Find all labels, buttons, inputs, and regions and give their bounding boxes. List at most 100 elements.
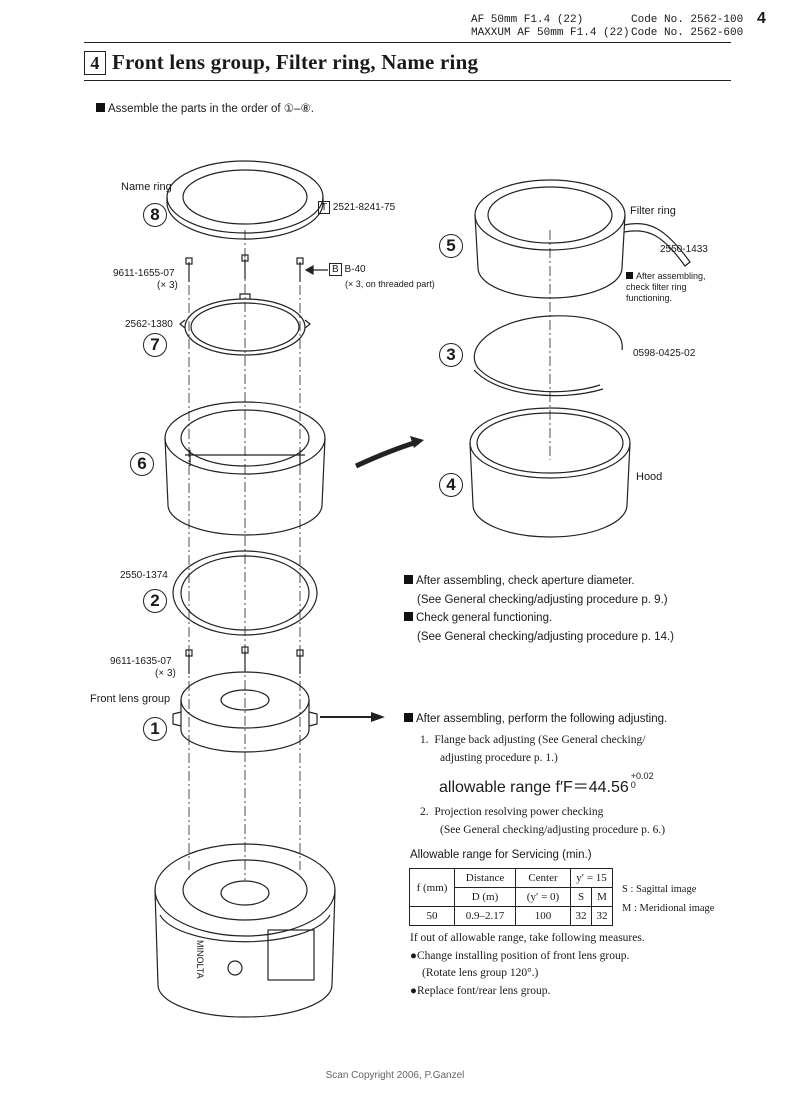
step-8-marker: 8 — [143, 203, 167, 227]
brand-text: MINOLTA — [195, 940, 205, 979]
measure-1: ●Change installing position of front len… — [410, 948, 645, 966]
screw-2-code: 9611-1635-07 — [110, 656, 172, 667]
allowable-range-value: allowable range f′F＝44.56 — [439, 779, 629, 796]
bullet-square-icon — [404, 575, 413, 584]
code-line-1: Code No. 2562-100 — [631, 14, 744, 26]
item-2-text: Projection resolving power checking — [434, 806, 604, 818]
col-f-header: f (mm) — [409, 868, 455, 907]
cell-s: 32 — [570, 906, 592, 926]
screw-2-qty: (× 3) — [155, 668, 176, 679]
note-1-ref: (See General checking/adjusting procedur… — [417, 593, 668, 606]
item-1-ref: adjusting procedure p. 1.) — [440, 752, 558, 764]
measure-2-text: Replace font/rear lens group. — [416, 984, 551, 997]
adjust-item-2: 2. Projection resolving power checking (… — [420, 803, 665, 839]
note-2: Check general functioning. — [404, 609, 674, 628]
measure-2: ●Replace font/rear lens group. — [410, 983, 645, 1001]
transfer-arrow-head — [410, 436, 424, 448]
legend-sagittal: S : Sagittal image — [622, 884, 697, 895]
col-center-sub: (y′ = 0) — [515, 887, 571, 907]
transfer-arrow — [354, 440, 415, 469]
header-rule — [84, 42, 731, 43]
notes-block: After assembling, check aperture diamete… — [404, 572, 674, 646]
tool-t-label: T 2521-8241-75 — [318, 201, 396, 214]
allowable-range-upper: +0.02 — [630, 771, 654, 781]
item-2-ref: (See General checking/adjusting procedur… — [440, 824, 666, 836]
section-number: 4 — [84, 51, 106, 75]
model-line-1: AF 50mm F1.4 (22) — [471, 14, 584, 26]
instruction: Assemble the parts in the order of ①–⑧. — [96, 101, 314, 115]
note-3: After assembling, perform the following … — [404, 710, 667, 729]
legend-meridional: M : Meridional image — [622, 903, 715, 914]
screws-row-2 — [185, 646, 304, 674]
hood-label: Hood — [636, 471, 663, 483]
screw-1-code: 9611-1655-07 — [113, 268, 175, 279]
step-3-number: 3 — [439, 343, 463, 367]
servicing-title: Allowable range for Servicing (min.) — [410, 849, 592, 861]
allowable-range-lower: 0 — [630, 780, 636, 790]
lens-body-drawing — [154, 843, 336, 1018]
tool-b-box: B — [329, 263, 342, 276]
step-4-number: 4 — [439, 473, 463, 497]
bullet-square-icon — [96, 103, 105, 112]
model-line-2: MAXXUM AF 50mm F1.4 (22) — [471, 27, 630, 39]
name-ring-drawing — [166, 160, 324, 240]
measures-block: If out of allowable range, take followin… — [410, 930, 645, 1000]
cell-m: 32 — [591, 906, 613, 926]
step-6-marker: 6 — [130, 452, 154, 476]
tool-t-box: T — [318, 201, 331, 214]
col-y-header: y′ = 15 — [570, 868, 613, 888]
bullet-dot-icon: ● — [410, 984, 417, 997]
screw-1-qty: (× 3) — [157, 280, 178, 291]
ring-2-code: 2550-1374 — [120, 570, 168, 581]
measure-1-detail: (Rotate lens group 120°.) — [422, 967, 539, 979]
page-number: 4 — [757, 10, 766, 27]
filter-note: After assembling, check filter ring func… — [626, 271, 712, 304]
bullet-square-icon — [626, 272, 633, 279]
front-lens-group-label: Front lens group — [90, 693, 171, 705]
col-s-header: S — [570, 887, 592, 907]
col-m-header: M — [591, 887, 613, 907]
step-2-number: 2 — [143, 589, 167, 613]
note-1: After assembling, check aperture diamete… — [404, 572, 674, 591]
col-center-header: Center — [515, 868, 571, 888]
tool-b-code: B-40 — [344, 264, 366, 275]
measures-intro: If out of allowable range, take followin… — [410, 932, 645, 944]
col-distance-unit: D (m) — [454, 887, 516, 907]
servicing-legend: S : Sagittal image M : Meridional image — [622, 880, 714, 918]
col-distance-header: Distance — [454, 868, 516, 888]
servicing-table: f (mm) Distance Center y′ = 15 D (m) (y′… — [409, 868, 613, 926]
step-2-marker: 2 — [143, 589, 167, 613]
filter-ring-code: 2550-1433 — [660, 244, 708, 255]
step-6-number: 6 — [130, 452, 154, 476]
step-1-marker: 1 — [143, 717, 167, 741]
filter-ring-label: Filter ring — [630, 205, 676, 217]
step-7-number: 7 — [143, 333, 167, 357]
instruction-text: Assemble the parts in the order of ①–⑧. — [108, 103, 314, 115]
tool-t-code: 2521-8241-75 — [332, 202, 396, 213]
footer-copyright: Scan Copyright 2006, P.Ganzel — [325, 1070, 465, 1081]
tool-b-label: B B-40 — [329, 263, 366, 276]
section-title-text: Front lens group, Filter ring, Name ring — [112, 50, 479, 74]
cell-f: 50 — [409, 906, 455, 926]
measure-1-text: Change installing position of front lens… — [416, 949, 630, 962]
tool-b-note: (× 3, on threaded part) — [345, 279, 435, 289]
bullet-square-icon — [404, 612, 413, 621]
adjust-item-1: 1. Flange back adjusting (See General ch… — [420, 731, 645, 767]
note-arrow-head — [371, 712, 385, 722]
spring-code: 0598-0425-02 — [633, 348, 696, 359]
spring-3-drawing — [473, 315, 623, 397]
step-7-marker: 7 — [143, 333, 167, 357]
screws-row-1 — [185, 254, 328, 282]
bullet-square-icon — [404, 713, 413, 722]
filter-note-text: After assembling, check filter ring func… — [626, 271, 706, 303]
note-1-text: After assembling, check aperture diamete… — [416, 575, 635, 587]
name-ring-label: Name ring — [121, 181, 172, 193]
cell-center: 100 — [515, 906, 571, 926]
step-1-number: 1 — [143, 717, 167, 741]
note-3-text: After assembling, perform the following … — [416, 713, 668, 725]
code-line-2: Code No. 2562-600 — [631, 27, 744, 39]
step-5-number: 5 — [439, 234, 463, 258]
